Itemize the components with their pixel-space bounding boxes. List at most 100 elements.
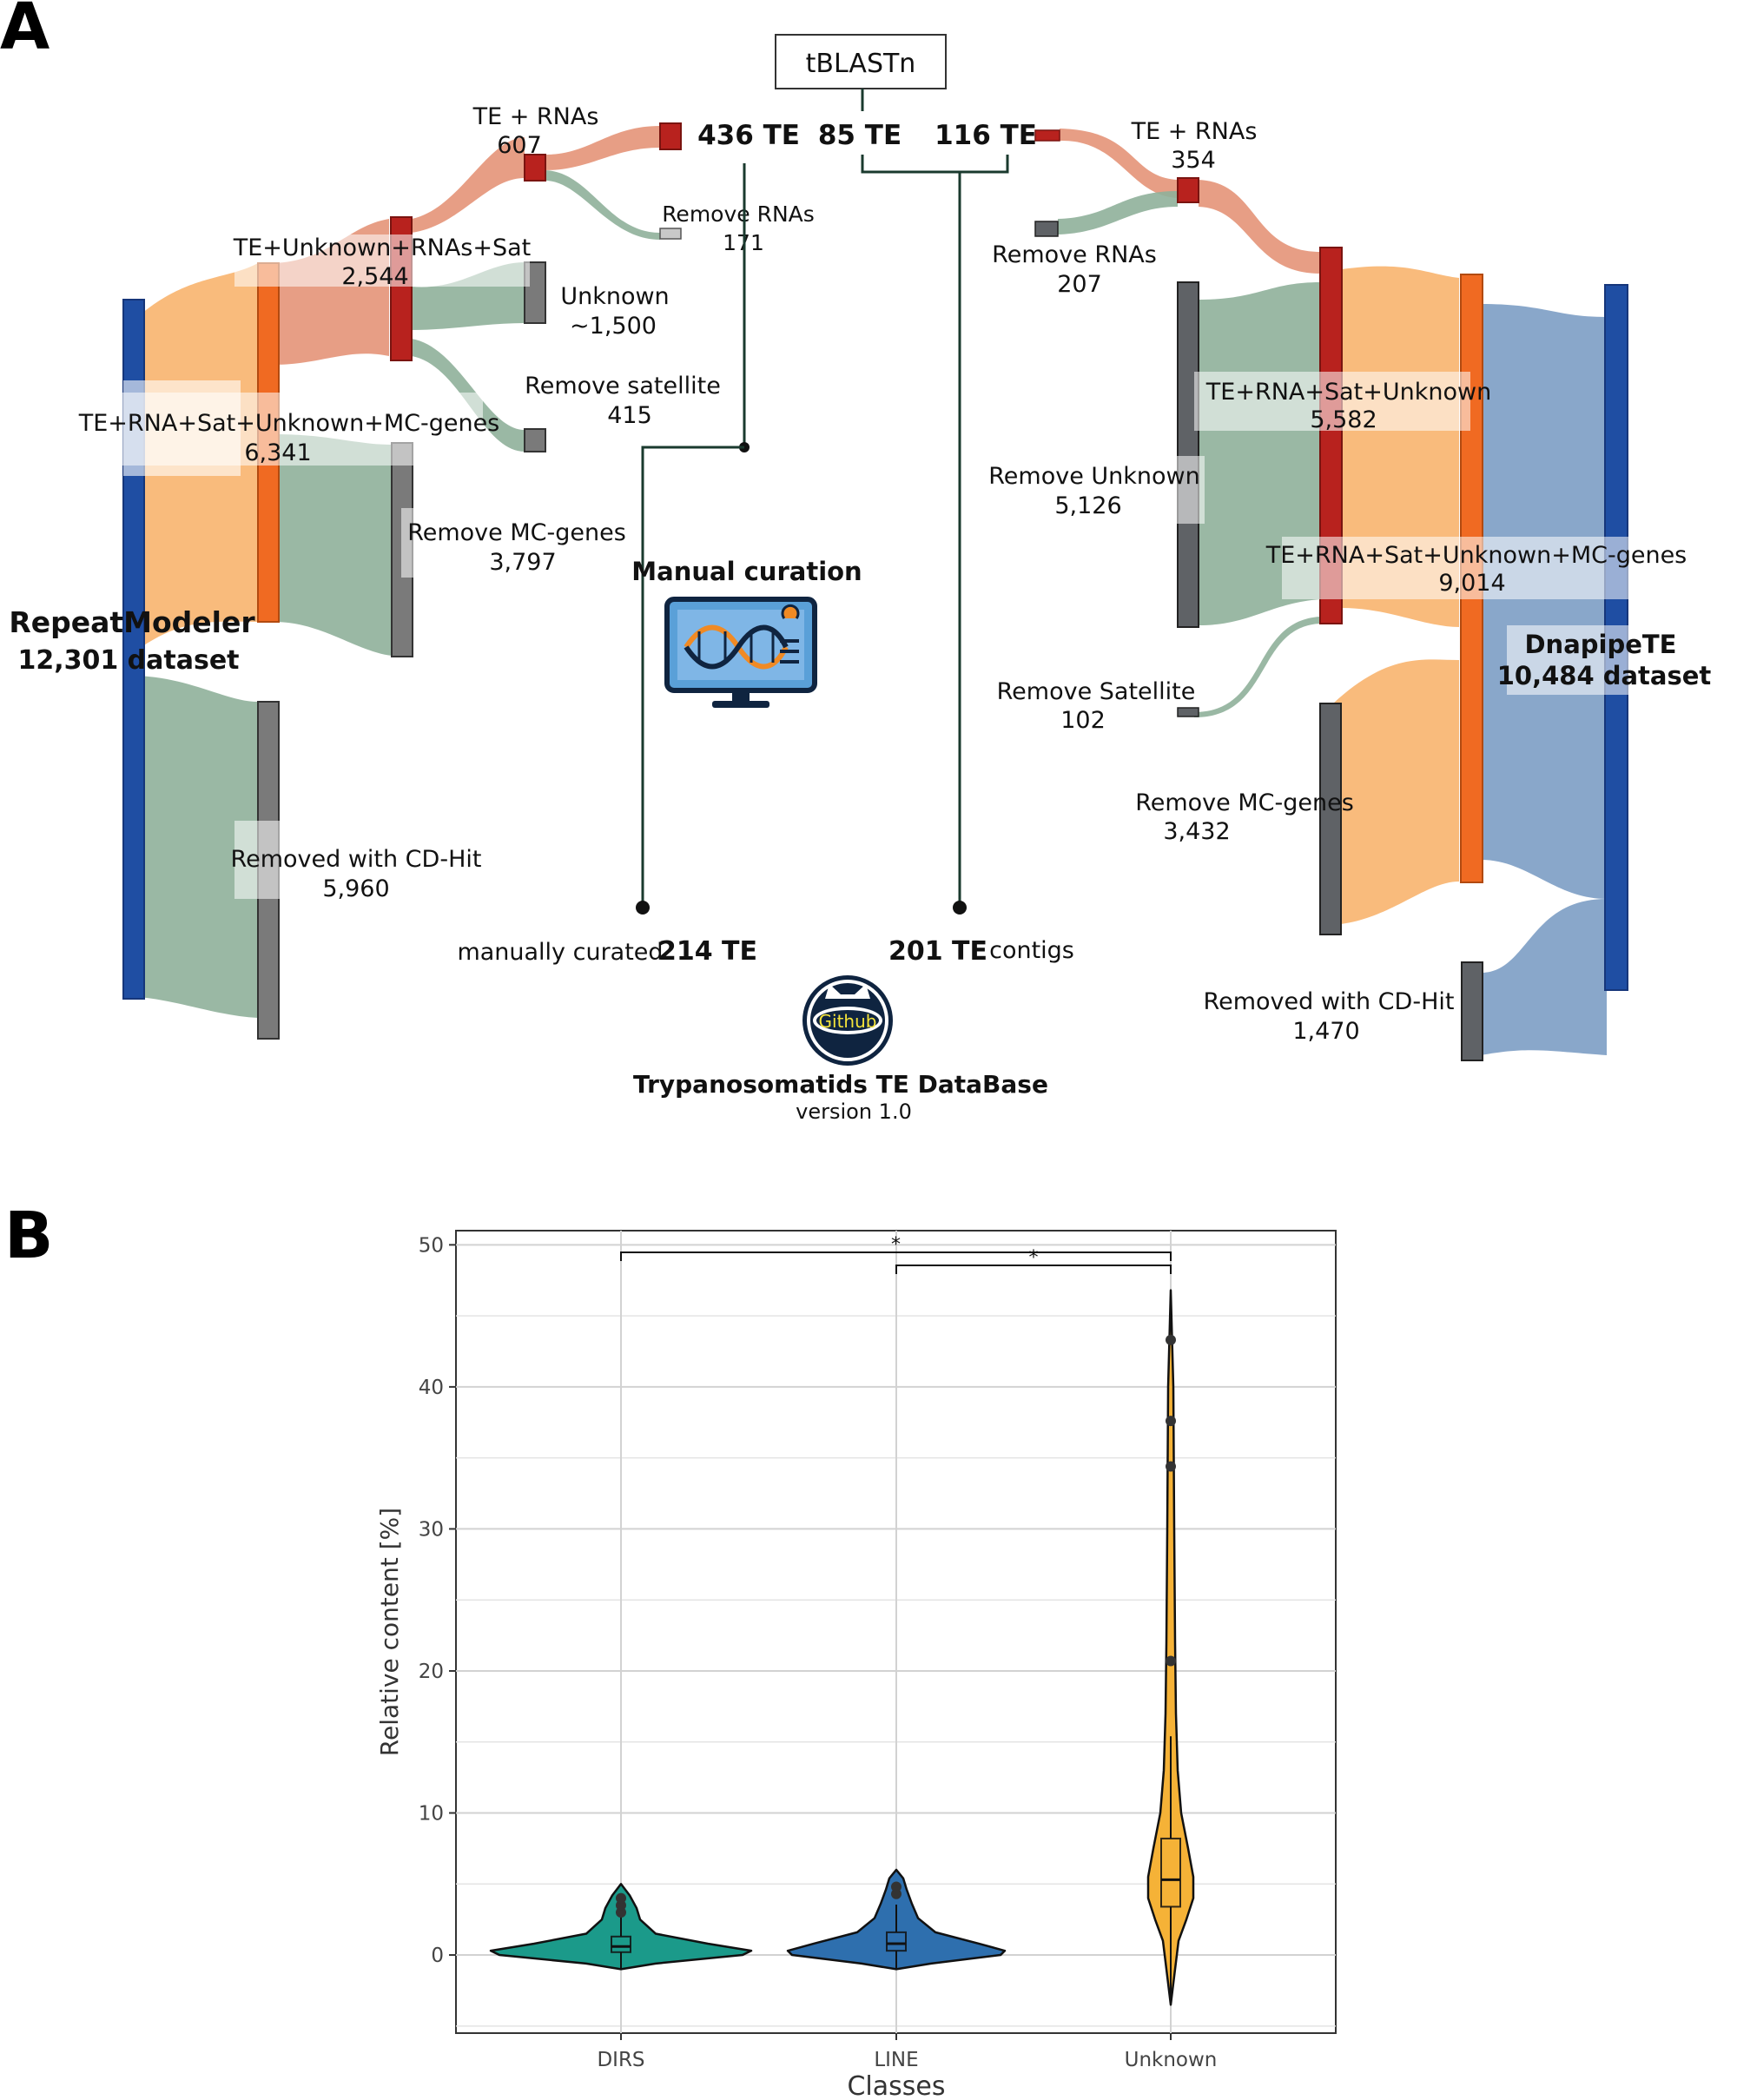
y-tick-label: 40 [419,1377,444,1399]
y-tick-label: 0 [431,1945,444,1967]
label-right-stage2-n: 5,582 [1310,406,1377,433]
center-flow: tBLASTn 436 TE 85 TE 116 TE Manual curat… [457,34,1074,1124]
connector-curation [641,446,744,908]
label-right-te-n: 354 [1171,147,1216,174]
significance-bracket [895,1265,1172,1274]
label-right-sat: Remove Satellite [997,678,1196,705]
x-tick-label: DIRS [597,2049,644,2071]
label-left-unknown-n: ~1,500 [570,313,657,340]
count-116: 116 TE [935,120,1037,151]
label-bg [122,393,483,466]
label-left-stage2: TE+Unknown+RNAs+Sat [233,234,532,261]
flow-stage1-to-mc [274,434,392,656]
flow-stage2-to-te [412,137,525,233]
label-right-sat-n: 102 [1060,707,1106,734]
label-right-stage1-n: 9,014 [1438,570,1505,597]
node-left-te [524,154,546,182]
endpoint-contigs [953,901,967,915]
violins [489,1289,1195,2006]
node-right-unknown [1177,281,1199,628]
flow-cdhit-to-dnapipe [1481,899,1607,1055]
endpoint-curated [636,901,650,915]
label-bg [1194,372,1470,431]
label-dnapipete-sub: 10,484 dataset [1497,661,1712,690]
label-left-stage2-n: 2,544 [341,263,408,290]
manual-curation-label: Manual curation [631,557,862,586]
violin-unknown [1146,1289,1195,2006]
label-right-unknown-n: 5,126 [1054,492,1121,519]
box [1160,1837,1181,1908]
flow-stage1-to-dnapipe [1481,304,1607,899]
label-right-mc: Remove MC-genes [1135,789,1354,816]
count-436: 436 TE [697,120,800,151]
label-repeatmodeler: RepeatModeler [9,605,255,639]
y-tick-label: 30 [419,1518,444,1541]
label-right-mc-n: 3,432 [1163,818,1230,845]
right-labels: TE + RNAs 354 Remove RNAs 207 TE+RNA+Sat… [988,118,1711,1045]
box [611,1935,631,1953]
y-axis-title: Relative content [%] [375,1508,404,1756]
label-bg [401,508,620,578]
y-tick-label: 10 [419,1803,444,1826]
node-right-rna [1034,221,1059,237]
left-flows [135,126,660,1018]
significance-brackets: ** [620,1234,1172,1274]
label-left-sat: Remove satellite [525,373,721,400]
flow-te-to-stage2 [1199,180,1320,274]
node-right-cdhit [1461,961,1483,1061]
github-text: Github [819,1011,877,1032]
label-left-rna: Remove RNAs [662,201,815,227]
label-left-mc: Remove MC-genes [407,519,626,546]
curated-count: 214 TE [658,936,757,967]
outlier-point [616,1892,626,1904]
label-bg [1177,456,1205,524]
flow-rm-to-cdhit [135,676,258,1018]
label-repeatmodeler-sub: 12,301 dataset [17,645,239,676]
label-right-rna: Remove RNAs [992,241,1157,268]
panel-a-letter: A [0,0,50,64]
db-title: Trypanosomatids TE DataBase [633,1070,1048,1099]
node-right-sat [1177,707,1199,717]
left-labels: RepeatModeler 12,301 dataset TE+RNA+Sat+… [9,103,814,902]
label-left-sat-n: 415 [607,402,652,429]
label-dnapipete: DnapipeTE [1524,630,1676,659]
flow-mc-to-stage1 [1333,659,1459,925]
tblastn-label: tBLASTn [806,49,916,79]
label-left-mc-n: 3,797 [489,549,556,576]
curated-prefix: manually curated [457,939,663,966]
node-right-mc [1319,703,1342,935]
significance-label: * [1029,1247,1039,1269]
y-axis: 0 10 20 30 40 50 [419,1234,456,1967]
panel-a: A RepeatMod [0,0,1711,1124]
significance-bracket [620,1251,1172,1261]
x-axis-title: Classes [847,2071,945,2100]
outlier-point [1166,1655,1176,1667]
contigs-count: 201 TE [888,936,987,967]
contigs-suffix: contigs [989,937,1074,964]
node-left-sat [524,428,546,452]
label-left-stage1: TE+RNA+Sat+Unknown+MC-genes [78,410,500,437]
label-left-te-n: 607 [497,132,542,159]
label-right-rna-n: 207 [1057,271,1102,298]
label-right-cdhit: Removed with CD-Hit [1204,988,1455,1015]
node-right-te [1177,177,1199,203]
label-right-stage1: TE+RNA+Sat+Unknown+MC-genes [1265,542,1687,569]
outlier-point [1166,1416,1176,1427]
label-left-stage1-n: 6,341 [244,439,311,466]
flow-116-to-te [1060,129,1178,198]
node-436 [659,122,682,150]
node-left-rna [659,228,682,240]
count-85: 85 TE [818,120,902,151]
label-left-unknown: Unknown [560,283,669,310]
label-right-stage2: TE+RNA+Sat+Unknown [1205,379,1491,406]
flow-te-to-436 [545,126,660,170]
dna-monitor-icon [664,597,817,708]
label-right-unknown: Remove Unknown [988,463,1200,490]
y-tick-label: 20 [419,1661,444,1683]
y-tick-label: 50 [419,1234,444,1257]
node-116 [1034,129,1060,142]
